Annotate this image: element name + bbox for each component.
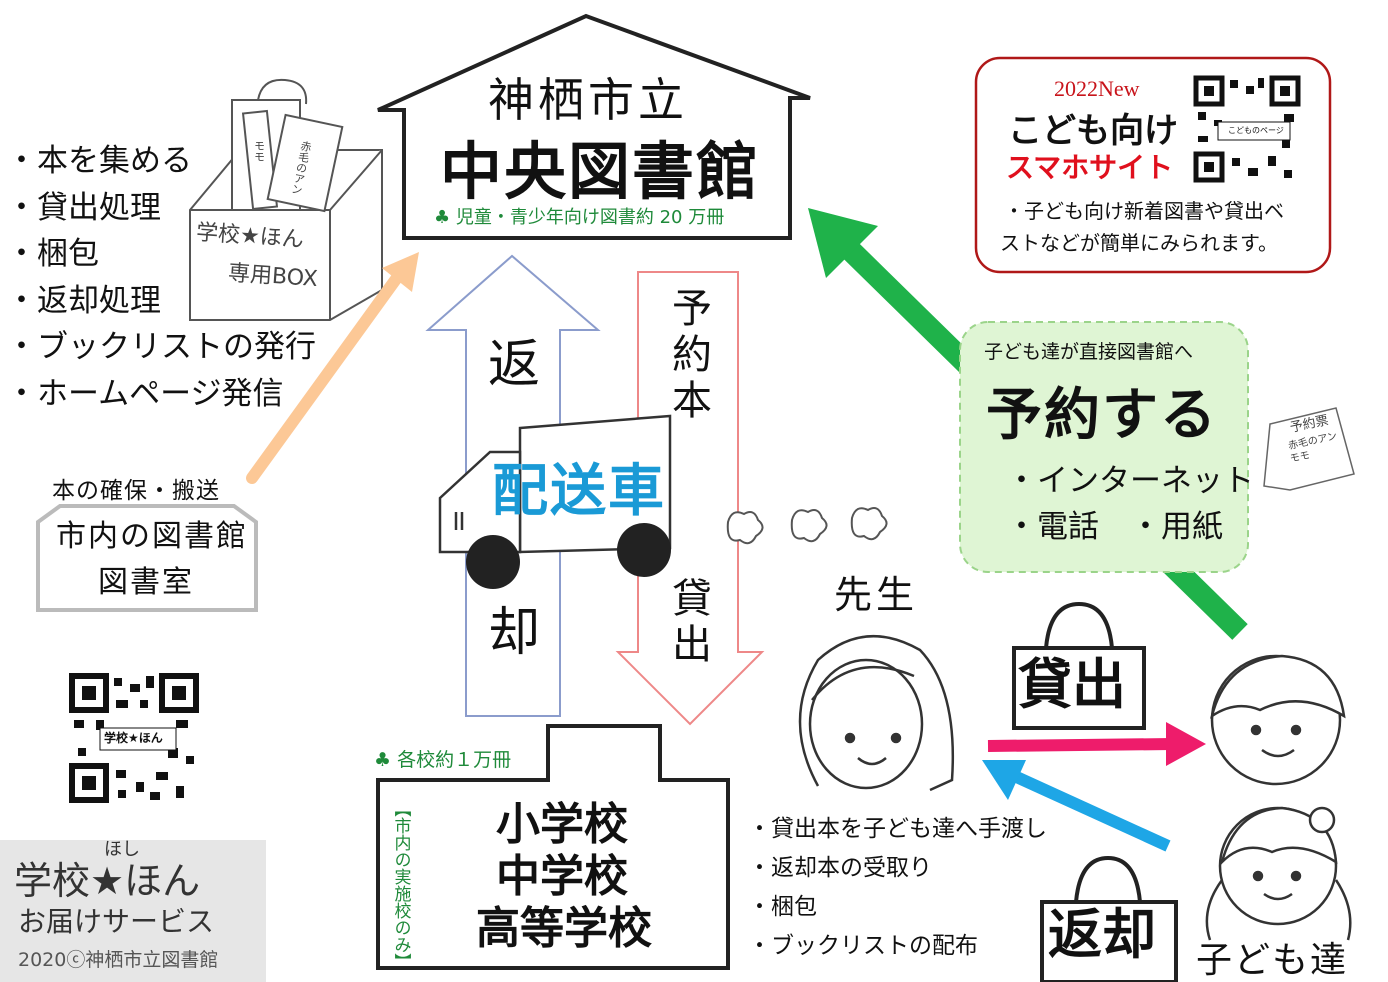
box-book1-title: モモ <box>252 140 266 162</box>
service-copyright: 2020ⓒ神栖市立図書館 <box>18 949 219 971</box>
library-task: ・梱包 <box>6 236 99 272</box>
teacher-task-list: ・貸出本を子ども達へ手渡し ・返却本の受取り ・梱包 ・ブックリストの配布 <box>748 810 1047 966</box>
qr-code-icon <box>69 673 199 803</box>
smartphone-title-line2: スマホサイト <box>1006 151 1174 184</box>
reservation-slip <box>1263 407 1355 491</box>
city-library-line2: 図書室 <box>98 565 194 600</box>
teacher-task: ・ブックリストの配布 <box>748 933 978 959</box>
qr-code-icon-2 <box>1193 75 1301 183</box>
lend-to-kids-arrow <box>987 738 1173 752</box>
library-task-list: ・本を集める ・貸出処理 ・梱包 ・返却処理 ・ブックリストの発行 ・ホームペー… <box>6 138 316 417</box>
service-logo-panel <box>0 840 266 982</box>
library-task: ・本を集める <box>6 143 192 179</box>
smartphone-desc-line1: ・子ども向け新着図書や貸出ベ <box>1004 199 1284 223</box>
reserve-lead: 子ども達が直接図書館へ <box>984 341 1194 363</box>
service-subtitle: お届けサービス <box>18 905 215 938</box>
lend-char-1: 貸 <box>672 576 712 622</box>
transport-arrow <box>246 262 410 484</box>
smartphone-qr-caption: こどものページ <box>1228 126 1284 135</box>
city-library-house <box>36 504 258 612</box>
kids-label: 子ども達 <box>1196 940 1349 981</box>
library-task: ・ホームページ発信 <box>6 375 284 412</box>
lend-bag-label: 貸出 <box>1018 653 1126 716</box>
school-high: 高等学校 <box>476 903 652 954</box>
school-note: ♣ 各校約１万冊 <box>374 749 512 771</box>
truck-wheel-rear <box>617 523 671 577</box>
clover-icon: ♣ <box>434 207 451 228</box>
kid-face-icon-2 <box>1205 806 1352 941</box>
library-name-line1: 神栖市立 <box>488 73 688 127</box>
smartphone-year: 2022New <box>1054 76 1140 101</box>
smartphone-desc-line2: ストなどが簡単にみられます。 <box>1000 231 1278 255</box>
lend-char-2: 出 <box>672 622 712 668</box>
kid-face-icon <box>1210 654 1346 786</box>
library-task: ・貸出処理 <box>6 189 161 226</box>
reserved-char-2: 約 <box>672 332 712 378</box>
reserve-title: 予約する <box>986 383 1218 448</box>
return-from-kids-arrow <box>1007 768 1171 852</box>
service-qr-caption: 学校★ほん <box>104 731 163 745</box>
bag-icon <box>1012 601 1178 982</box>
return-bag-label: 返却 <box>1048 903 1156 966</box>
teacher-label: 先生 <box>834 573 919 617</box>
library-house <box>377 13 811 240</box>
library-task: ・返却処理 <box>6 282 161 319</box>
reserved-char-3: 本 <box>672 378 712 424</box>
truck-icon <box>438 414 672 554</box>
exhaust-icon <box>726 507 888 545</box>
service-ruby: ほし <box>104 839 140 860</box>
city-library-caption: 本の確保・搬送 <box>52 478 220 504</box>
city-library-line1: 市内の図書館 <box>56 519 248 554</box>
truck-wheel-front <box>466 535 520 589</box>
library-task: ・ブックリストの発行 <box>6 329 316 365</box>
teacher-task: ・梱包 <box>748 894 817 920</box>
clover-icon: ♣ <box>374 749 392 771</box>
school-junior-high: 中学校 <box>496 851 628 902</box>
reserve-box <box>959 321 1249 573</box>
smartphone-title-line1: こども向け <box>1008 111 1178 151</box>
library-collection-note: ♣ 児童・青少年向け図書約 20 万冊 <box>434 207 725 228</box>
truck-label: 配送車 <box>492 459 666 524</box>
service-title: 学校★ほん <box>14 859 201 903</box>
reserve-methods-line2: ・電話 ・用紙 <box>1006 509 1223 545</box>
reserve-methods-line1: ・インターネット <box>1006 463 1254 499</box>
teacher-task: ・返却本の受取り <box>748 855 932 881</box>
library-name: 中央図書館 <box>440 135 761 208</box>
return-char-1: 返 <box>488 335 541 395</box>
school-elementary: 小学校 <box>496 799 628 850</box>
reserved-char-1: 予 <box>672 286 712 332</box>
teacher-face-icon <box>798 634 955 792</box>
school-building <box>376 724 730 970</box>
lend-arrow <box>615 271 765 726</box>
teacher-task: ・貸出本を子ども達へ手渡し <box>748 816 1047 842</box>
return-char-2: 却 <box>488 603 541 663</box>
book-box-icon <box>189 78 383 321</box>
school-side-label: 【市内の実施校のみ】 <box>390 800 411 970</box>
